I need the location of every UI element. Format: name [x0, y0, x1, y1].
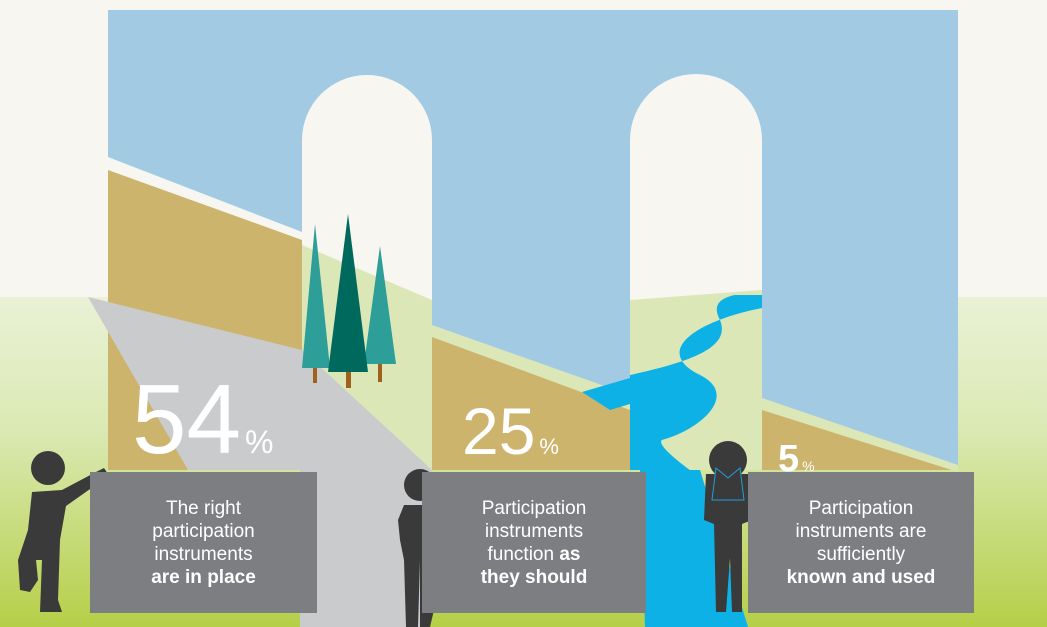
stat-value: 54: [132, 364, 242, 474]
river: [630, 295, 762, 470]
caption-bold-inline: as: [559, 543, 581, 565]
stat-value: 25: [462, 394, 536, 468]
caption-bold: they should: [480, 566, 588, 588]
sand-hill-middle: [432, 335, 630, 470]
caption-box-3: Participation instruments are sufficient…: [748, 472, 974, 613]
caption-line: Participation: [808, 497, 914, 519]
caption-line: instruments: [154, 543, 253, 565]
caption-line: function: [487, 543, 555, 565]
meadow-strip-middle: [432, 325, 630, 410]
caption-line: The right: [166, 497, 241, 519]
river-stream: [582, 378, 630, 410]
stat-unit: %: [245, 424, 274, 460]
figure-face-in-hands-icon: [704, 441, 752, 612]
stat-value: 5: [778, 438, 800, 480]
caption-line: instruments: [484, 520, 584, 542]
caption-box-1: The right participation instruments are …: [90, 472, 317, 613]
stat-percentage-3: 5%: [778, 440, 815, 478]
stat-unit: %: [802, 458, 815, 474]
hill-edge: [108, 157, 302, 242]
caption-box-2: Participation instruments function as th…: [422, 472, 646, 613]
road-lower: [300, 380, 432, 627]
caption-line: instruments are: [795, 520, 927, 542]
meadow-strip-right: [762, 398, 958, 472]
caption-bold: are in place: [151, 566, 256, 588]
tree-icon: [302, 214, 396, 388]
caption-line: Participation: [481, 497, 587, 519]
caption-line: sufficiently: [816, 543, 906, 565]
caption-line: participation: [152, 520, 255, 542]
stat-percentage-1: 54%: [132, 370, 273, 468]
caption-bold: known and used: [786, 566, 936, 588]
figure-leaning-icon: [18, 451, 108, 612]
stat-unit: %: [539, 434, 559, 459]
stat-percentage-2: 25%: [462, 398, 559, 464]
